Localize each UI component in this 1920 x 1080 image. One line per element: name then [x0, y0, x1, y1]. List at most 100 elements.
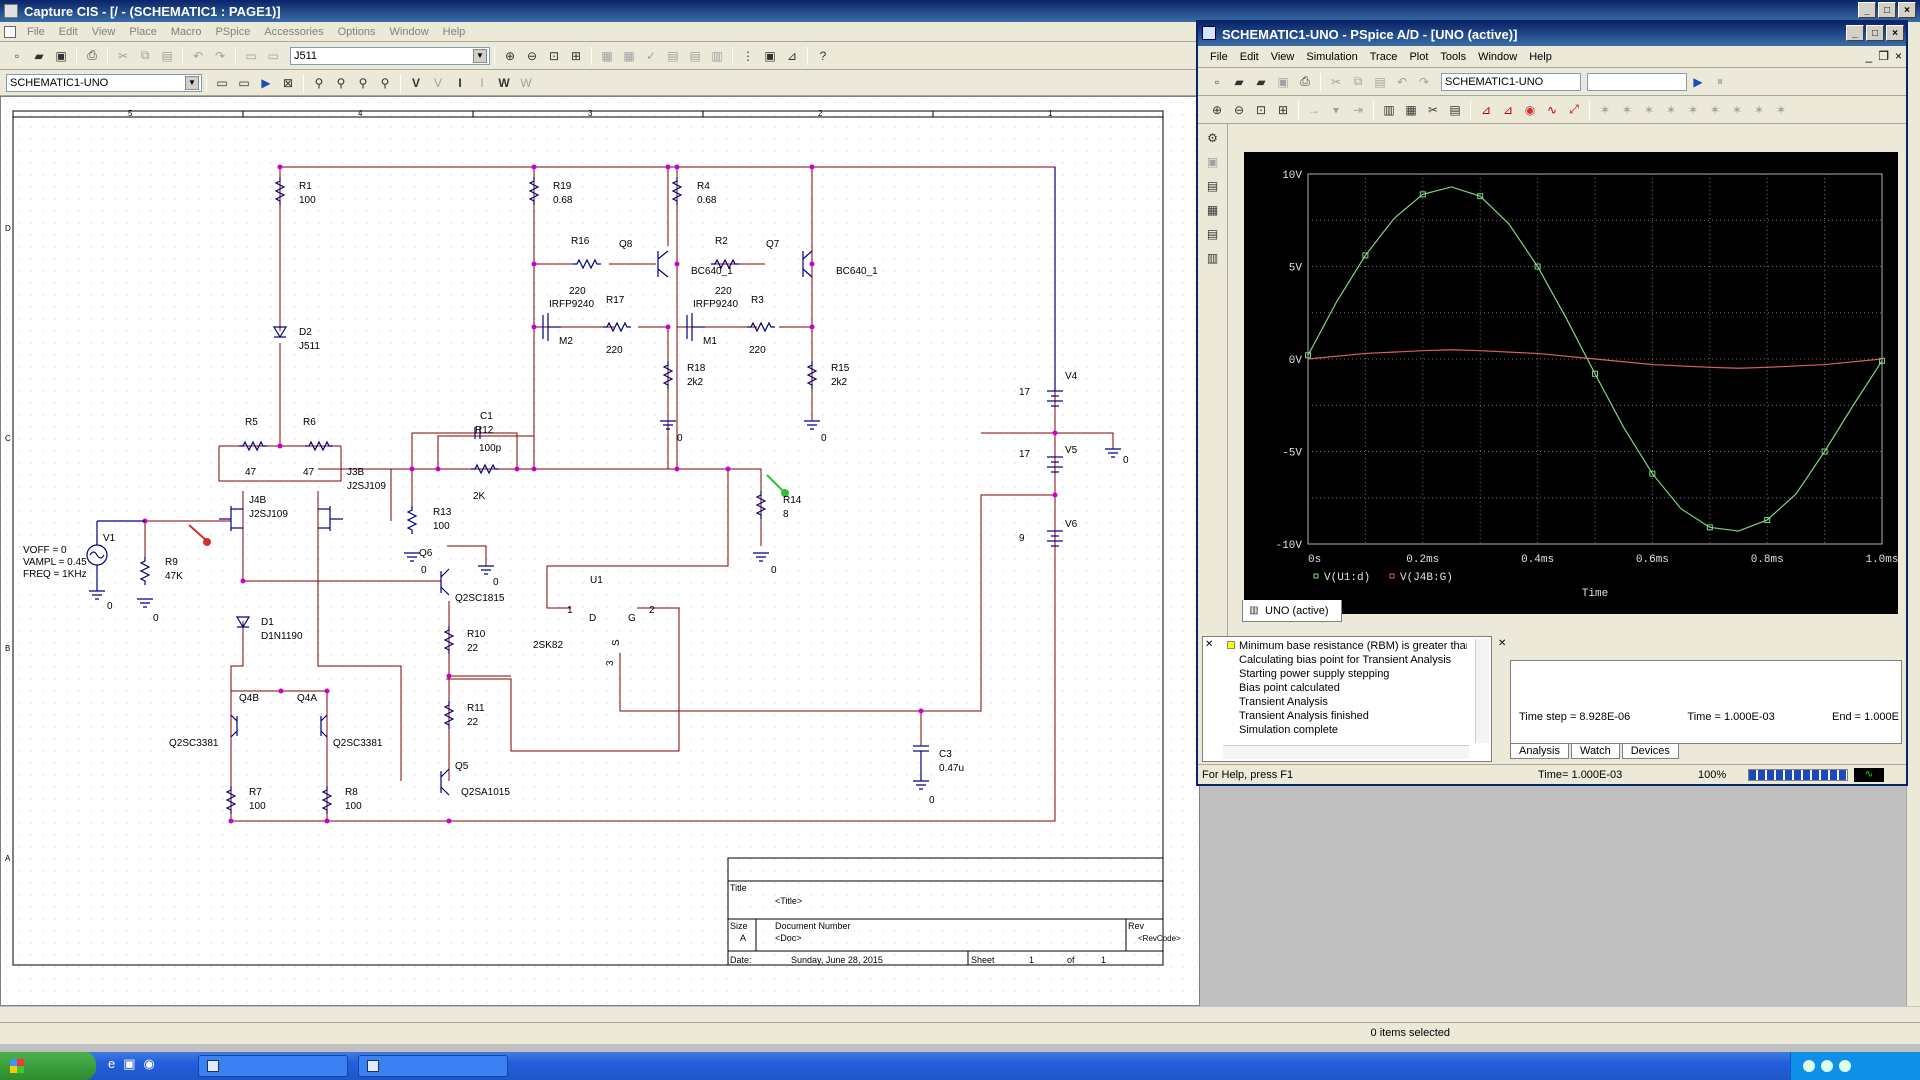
capture-titlebar[interactable]: Capture CIS - [/ - (SCHEMATIC1 : PAGE1)]… — [0, 0, 1920, 22]
marker-power-icon[interactable]: ⚲ — [380, 75, 390, 90]
pspice-app-icon[interactable] — [1202, 26, 1216, 40]
data-icon[interactable]: ▣ — [1206, 155, 1219, 169]
zoom-area-icon[interactable]: ⊡ — [548, 48, 560, 63]
schematic-canvas[interactable]: 5 4 3 2 1 D C B A — [0, 96, 1200, 1006]
marker-voltage-icon[interactable]: ⚲ — [314, 75, 324, 90]
probe-red[interactable] — [188, 524, 208, 542]
profile-combo[interactable]: SCHEMATIC1-UNO ▼ — [6, 73, 202, 92]
add-plot-icon[interactable]: ⊿ — [1480, 102, 1492, 117]
zoom-fit-icon[interactable]: ⊞ — [1277, 102, 1289, 117]
cursor-label-icon[interactable]: ✶ — [1775, 102, 1787, 117]
pause-icon[interactable]: ⏸ — [1716, 74, 1723, 88]
bias-power-selected-icon[interactable]: W — [520, 75, 532, 90]
copy-icon[interactable]: ⧉ — [1353, 74, 1363, 88]
document-icon[interactable] — [4, 25, 16, 38]
tab-uno-active[interactable]: ▥ UNO (active) — [1242, 600, 1342, 622]
cut-icon[interactable]: ✂ — [117, 48, 129, 63]
media-icon[interactable]: ◉ — [143, 1056, 155, 1071]
undo-icon[interactable]: ↶ — [192, 48, 204, 63]
tab-watch[interactable]: Watch — [1570, 744, 1620, 759]
cursor-next-icon[interactable]: ✶ — [1753, 102, 1765, 117]
marker-current-icon[interactable]: ⚲ — [358, 75, 368, 90]
minimize-button[interactable]: _ — [1858, 2, 1876, 18]
netlist-icon[interactable]: ▤ — [667, 48, 679, 63]
pspice-close-button[interactable]: × — [1886, 25, 1904, 41]
doc-restore-icon[interactable]: ❐ — [1878, 49, 1889, 63]
menu-view[interactable]: View — [91, 25, 116, 38]
add-trace-icon[interactable]: ▥ — [1383, 102, 1395, 117]
cursor-search-icon[interactable]: ✶ — [1731, 102, 1743, 117]
pspice-menu-trace[interactable]: Trace — [1369, 50, 1398, 63]
task-pspice[interactable] — [358, 1055, 508, 1077]
log-hscrollbar[interactable] — [1223, 745, 1469, 759]
performance-icon[interactable]: ⇥ — [1352, 102, 1364, 117]
pspice-minimize-button[interactable]: _ — [1846, 25, 1864, 41]
pspice-titlebar[interactable]: SCHEMATIC1-UNO - PSpice A/D - [UNO (acti… — [1198, 22, 1906, 46]
paste-icon[interactable]: ▤ — [1374, 74, 1386, 89]
bias-current-icon[interactable]: I — [458, 75, 462, 90]
run-icon[interactable]: ▶ — [261, 75, 271, 90]
bias-current-selected-icon[interactable]: I — [480, 75, 484, 90]
cut-icon[interactable]: ✂ — [1330, 74, 1342, 89]
view-results-icon[interactable]: ⊠ — [282, 75, 294, 90]
drc-icon[interactable]: ✓ — [645, 48, 657, 63]
bias-voltage-selected-icon[interactable]: V — [433, 75, 442, 90]
place-hier-icon[interactable]: ▭ — [267, 48, 279, 63]
help-icon[interactable]: ? — [819, 48, 827, 63]
crossref-icon[interactable]: ▤ — [689, 48, 701, 63]
explorer-icon[interactable]: ▣ — [123, 1056, 136, 1071]
tab-devices[interactable]: Devices — [1621, 744, 1679, 759]
bom-icon[interactable]: ▥ — [711, 48, 723, 63]
menu-macro[interactable]: Macro — [170, 25, 202, 38]
mark-label-icon[interactable]: ▤ — [1449, 102, 1461, 117]
bias-power-icon[interactable]: W — [498, 75, 510, 90]
cursor-trough-icon[interactable]: ✶ — [1621, 102, 1633, 117]
pspice-menu-edit[interactable]: Edit — [1239, 50, 1259, 63]
toggle-cursor-icon[interactable]: ✂ — [1427, 102, 1439, 117]
capture-vscrollbar[interactable] — [1906, 22, 1920, 1006]
output-log-panel[interactable]: ✕ Minimum base resistance (RBM) is great… — [1202, 636, 1492, 762]
run-icon[interactable]: ▶ — [1693, 74, 1703, 89]
copy-icon[interactable]: ⧉ — [140, 48, 150, 62]
doc-close-icon[interactable]: × — [1894, 49, 1902, 63]
open-sim-icon[interactable]: ▰ — [1256, 74, 1266, 89]
marker-icon[interactable]: ⤢ — [1569, 102, 1579, 116]
zoom-in-icon[interactable]: ⊕ — [1211, 102, 1223, 117]
menu-accessories[interactable]: Accessories — [264, 25, 324, 38]
cursor-min-icon[interactable]: ✶ — [1665, 102, 1677, 117]
chevron-down-icon[interactable]: ▼ — [185, 75, 199, 90]
close-button[interactable]: × — [1898, 2, 1916, 18]
probe-icon[interactable]: ▦ — [1206, 203, 1219, 217]
output-file-icon[interactable]: ▤ — [1206, 179, 1219, 193]
log-vscrollbar[interactable] — [1475, 639, 1489, 743]
new-icon[interactable]: ▫ — [14, 48, 20, 63]
project-manager-icon[interactable]: ▣ — [764, 48, 776, 63]
chevron-down-icon[interactable]: ▼ — [473, 48, 487, 63]
zoom-in-icon[interactable]: ⊕ — [504, 48, 516, 63]
redo-icon[interactable]: ↷ — [1418, 74, 1430, 89]
undo-icon[interactable]: ↶ — [1396, 74, 1408, 89]
chart-icon[interactable]: ▥ — [1206, 251, 1219, 265]
close-icon[interactable]: ✕ — [1205, 639, 1214, 650]
menu-help[interactable]: Help — [442, 25, 466, 38]
menu-pspice[interactable]: PSpice — [215, 25, 251, 38]
pspice-menu-window[interactable]: Window — [1478, 50, 1518, 63]
paste-icon[interactable]: ▤ — [161, 48, 173, 63]
list-icon[interactable]: ▤ — [1206, 227, 1219, 241]
zoom-area-icon[interactable]: ⊡ — [1255, 102, 1267, 117]
pspice-menu-tools[interactable]: Tools — [1440, 50, 1467, 63]
sim-settings-icon[interactable]: ⚙ — [1207, 131, 1218, 145]
sim-profile-combo[interactable]: SCHEMATIC1-UNO — [1441, 72, 1581, 91]
print-icon[interactable]: ⎙ — [87, 48, 97, 62]
menu-options[interactable]: Options — [337, 25, 376, 38]
maximize-button[interactable]: □ — [1878, 2, 1896, 18]
pspice-window[interactable]: SCHEMATIC1-UNO - PSpice A/D - [UNO (acti… — [1196, 20, 1908, 786]
zoom-all-icon[interactable]: ⊞ — [570, 48, 582, 63]
snap-grid-icon[interactable]: ⋮ — [742, 48, 754, 63]
backannotate-icon[interactable]: ▦ — [623, 48, 635, 63]
ie-icon[interactable]: e — [108, 1056, 116, 1071]
volume-icon[interactable] — [1839, 1060, 1851, 1072]
remove-plot-icon[interactable]: ⊿ — [1502, 102, 1514, 117]
close-icon[interactable]: ✕ — [1498, 638, 1507, 649]
